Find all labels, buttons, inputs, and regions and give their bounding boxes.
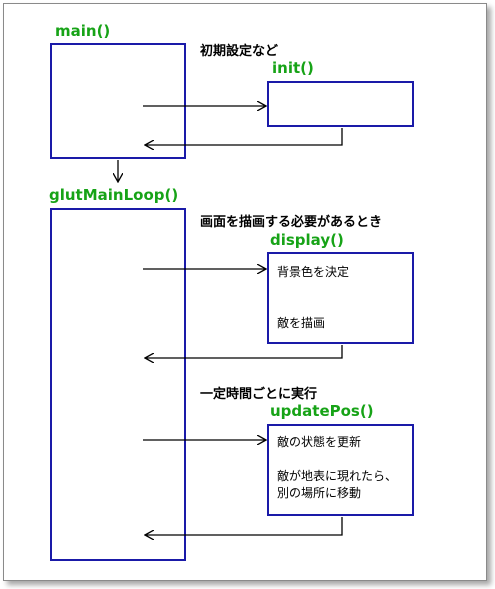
- update-text-appear: 敵が地表に現れたら、: [277, 469, 398, 483]
- update-text-move: 別の場所に移動: [277, 486, 362, 500]
- init-note: 初期設定など: [200, 44, 279, 59]
- display-text-background: 背景色を決定: [277, 265, 350, 279]
- display-label: display(): [270, 231, 344, 249]
- display-box: [267, 252, 414, 344]
- update-label: updatePos(): [270, 402, 374, 420]
- loop-box: [50, 208, 186, 561]
- display-text-enemy: 敵を描画: [277, 316, 326, 330]
- update-text-state: 敵の状態を更新: [277, 435, 362, 449]
- update-box: [267, 424, 414, 516]
- update-note: 一定時間ごとに実行: [200, 387, 318, 402]
- arrow-init-return: [146, 128, 343, 145]
- arrow-display-return: [146, 345, 343, 358]
- init-box: [267, 81, 414, 127]
- loop-label: glutMainLoop(): [49, 186, 179, 204]
- arrow-update-return: [146, 517, 343, 535]
- display-note: 画面を描画する必要があるとき: [200, 215, 383, 230]
- main-label: main(): [55, 22, 111, 40]
- init-label: init(): [272, 59, 314, 77]
- main-box: [50, 43, 186, 159]
